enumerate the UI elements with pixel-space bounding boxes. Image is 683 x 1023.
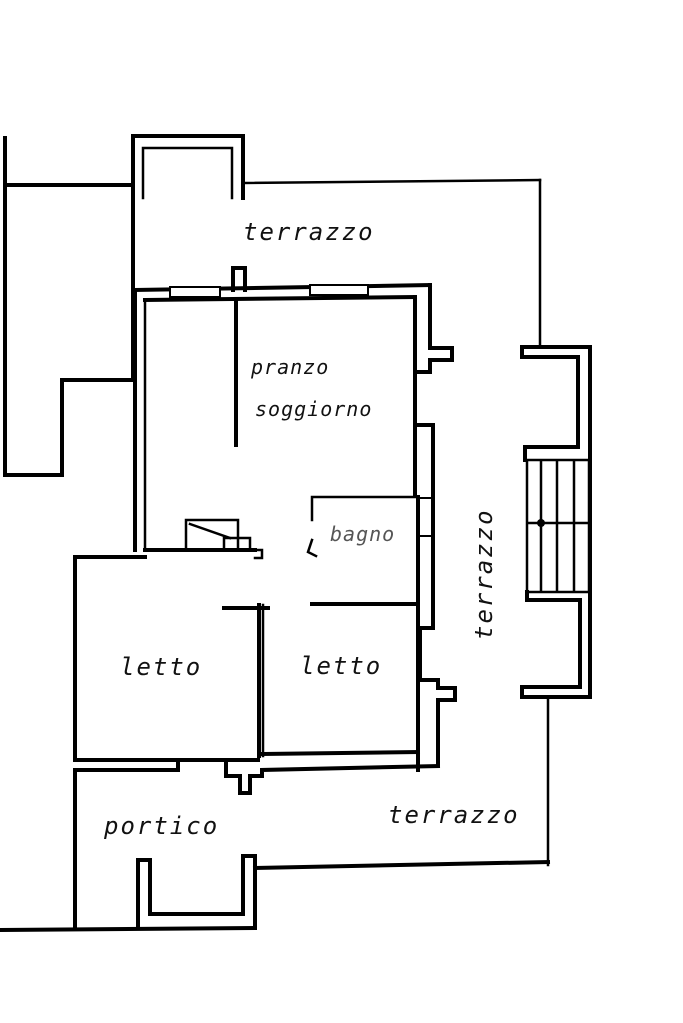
fireplace bbox=[184, 518, 252, 552]
apartment-walls bbox=[73, 266, 457, 930]
east-terrace-outline bbox=[520, 345, 592, 867]
label-portico: portico bbox=[104, 812, 220, 840]
label-pranzo: pranzo bbox=[251, 355, 330, 379]
left-adjacent-building bbox=[3, 136, 135, 477]
label-terrazzo-south: terrazzo bbox=[388, 801, 520, 829]
north-terrace-outline bbox=[131, 134, 542, 347]
label-bagno: bagno bbox=[330, 522, 396, 546]
label-soggiorno: soggiorno bbox=[255, 397, 373, 421]
window-north-1 bbox=[169, 286, 221, 298]
label-letto-left: letto bbox=[120, 653, 203, 681]
label-terrazzo-east: terrazzo bbox=[470, 508, 498, 640]
label-letto-right: letto bbox=[300, 652, 383, 680]
window-bagno bbox=[417, 497, 433, 537]
window-north-2 bbox=[309, 284, 369, 296]
south-outline bbox=[0, 854, 551, 933]
staircase bbox=[525, 458, 591, 594]
label-terrazzo-north: terrazzo bbox=[243, 218, 375, 246]
